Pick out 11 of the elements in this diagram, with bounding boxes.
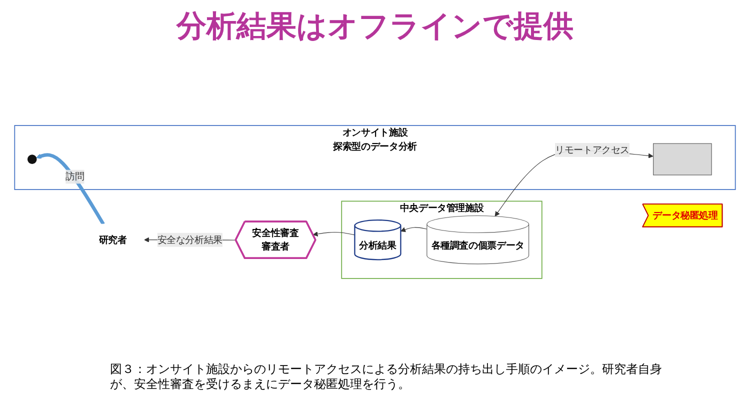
node-box [653,143,712,176]
title: 分析結果はオフラインで提供 [175,8,574,46]
edge-label: 安全な分析結果 [157,234,223,246]
node-text: 研究者 [98,234,127,246]
arrow [36,153,105,226]
arrow [312,231,356,236]
edge-label: リモートアクセス [555,144,630,156]
arrow [400,227,428,232]
node-person [27,154,37,164]
edge-label: 訪問 [66,170,84,182]
caption: 図３：オンサイト施設からのリモートアクセスによる分析結果の持ち出し手順のイメージ。研究者自身が、安全性審査を受けるまえにデータ秘匿処理を行う。 [110,362,663,392]
